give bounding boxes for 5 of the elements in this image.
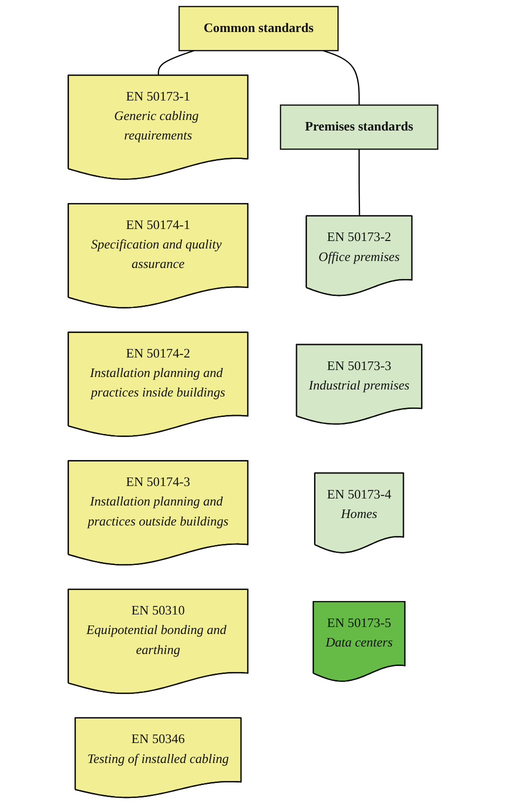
connector [358,149,360,216]
connector [323,50,360,106]
connector [158,50,194,76]
node-box: Premises standards [280,104,438,150]
node-box: Common standards [178,6,339,52]
